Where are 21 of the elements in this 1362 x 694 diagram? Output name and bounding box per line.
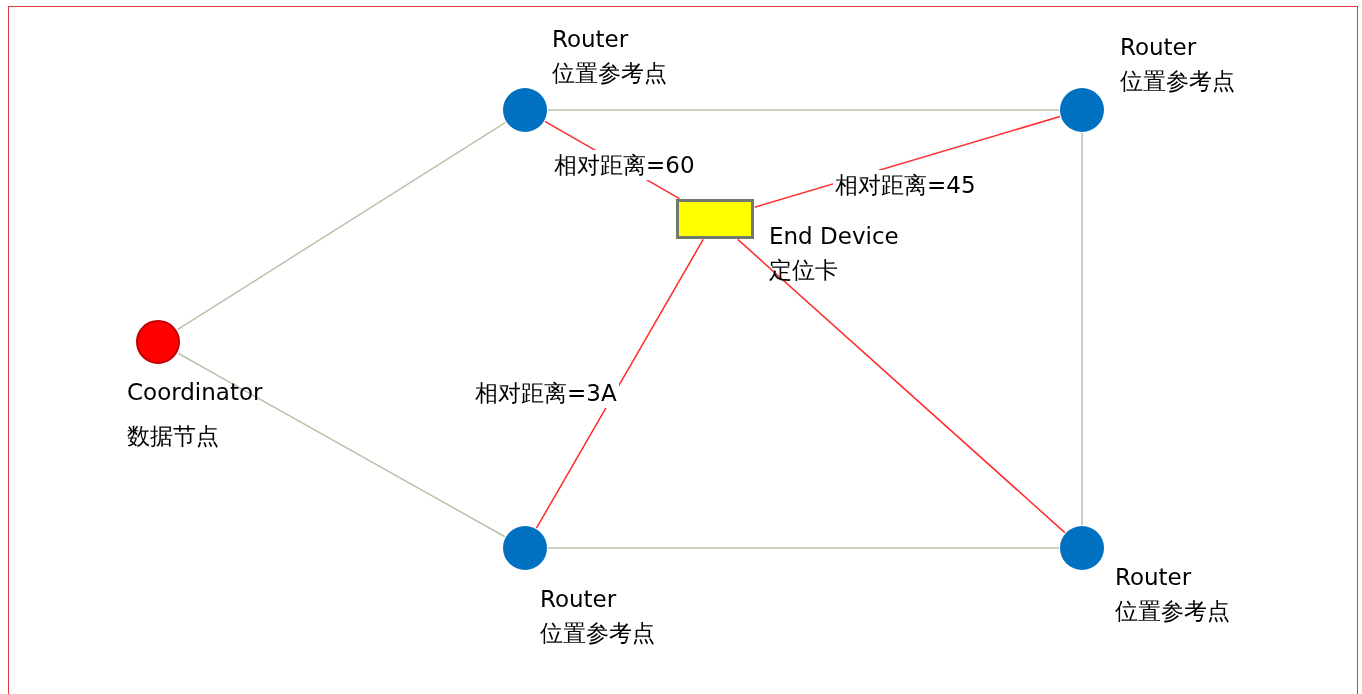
node-subtitle: 定位卡: [769, 256, 839, 285]
node-subtitle: 位置参考点: [1115, 597, 1230, 626]
node-title: Router: [1115, 563, 1193, 592]
node-subtitle: 位置参考点: [1120, 67, 1235, 96]
connector-line: [177, 352, 506, 538]
edge-label: 相对距离=60: [552, 150, 697, 180]
connector-line: [535, 238, 704, 529]
node-subtitle: 位置参考点: [552, 59, 667, 88]
node-title: Router: [1120, 33, 1198, 62]
node-title: Router: [540, 585, 618, 614]
node-title: End Device: [769, 222, 899, 251]
node-subtitle: 位置参考点: [540, 619, 655, 648]
connector-line: [737, 238, 1066, 534]
connector-line: [176, 121, 507, 331]
connector-line: [1081, 132, 1083, 526]
node-title: Router: [552, 25, 630, 54]
connector-line: [547, 547, 1060, 549]
node-title: Coordinator: [127, 378, 263, 407]
node-subtitle: 数据节点: [127, 422, 220, 451]
edge-label: 相对距离=3A: [473, 378, 619, 408]
connector-line: [547, 109, 1060, 111]
